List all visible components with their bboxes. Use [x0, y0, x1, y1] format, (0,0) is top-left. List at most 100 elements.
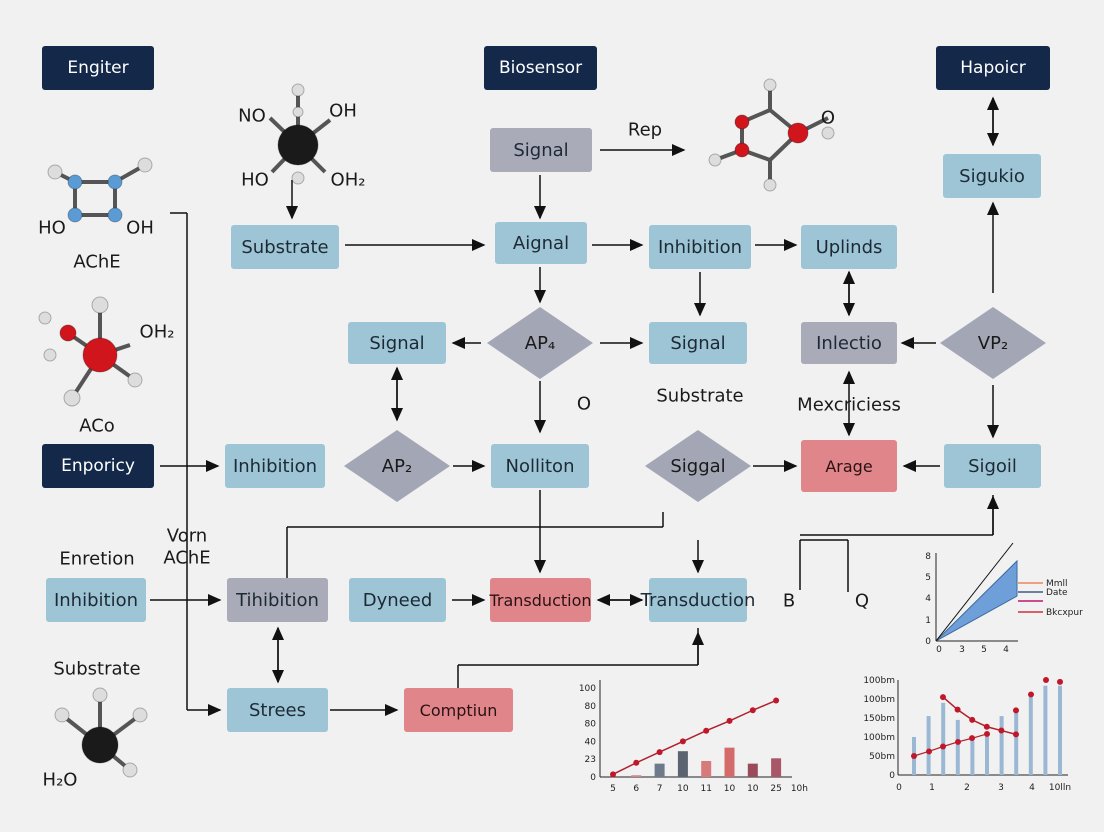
node-label: Enporicy [61, 456, 135, 476]
atom [47, 164, 63, 180]
bar [926, 716, 931, 775]
atom-label: OH₂ [139, 321, 175, 343]
tick-label: Bkcxpur [1046, 608, 1083, 618]
node-label: AP₄ [524, 332, 556, 354]
data-point [1043, 677, 1049, 683]
tick-label: 0 [925, 637, 931, 647]
data-point [998, 727, 1005, 734]
atom-label: OH [126, 217, 154, 239]
tick-label: 40 [585, 737, 597, 747]
data-point [1013, 731, 1019, 738]
annotation-label: Rep [627, 119, 663, 141]
tick-label: 0 [896, 783, 902, 793]
atom-label: HO [241, 169, 269, 191]
decision-node-18: Siggal [645, 430, 751, 502]
atom [122, 762, 138, 778]
bar [724, 747, 735, 777]
tick-label: 80 [585, 702, 597, 712]
data-point [1013, 707, 1019, 714]
node-label: Inlectio [816, 332, 882, 354]
process-node-20: Sigoil [944, 444, 1041, 488]
atom [107, 207, 123, 223]
atom [43, 348, 57, 362]
decision-node-14: VP₂ [940, 307, 1046, 379]
node-label: Engiter [67, 58, 129, 78]
node-label: Dyneed [362, 589, 433, 611]
data-point [726, 717, 733, 724]
data-point [656, 749, 663, 756]
bar [1014, 712, 1019, 775]
tick-label: 5 [925, 573, 931, 583]
node-label: Sigoil [968, 455, 1017, 477]
atom [821, 126, 835, 140]
atom [127, 372, 143, 388]
tick-label: 2 [964, 783, 970, 793]
atom [92, 687, 108, 703]
atom-label: NO [238, 105, 266, 127]
node-label: Sigukio [959, 165, 1025, 187]
tick-label: 0 [590, 773, 596, 783]
data-point [633, 759, 640, 766]
data-point [955, 738, 961, 745]
series-line [935, 542, 1014, 642]
atom [63, 389, 81, 407]
tick-label: 100 [579, 684, 596, 694]
tick-label: 11 [700, 784, 711, 794]
area-band [935, 559, 1018, 642]
tick-label: 25 [770, 784, 781, 794]
tick-label: 100bm [863, 733, 895, 743]
tick-label: 7 [657, 784, 663, 794]
bar [985, 737, 989, 775]
process-node-26: Strees [227, 688, 328, 732]
tick-label: 23 [585, 755, 596, 765]
data-point [940, 694, 946, 701]
annotation-label: Q [854, 590, 870, 612]
annotation-label: AChE [163, 547, 211, 569]
atom-label: H₂O [42, 769, 78, 791]
bar [747, 763, 758, 777]
decision-node-16: AP₂ [344, 430, 450, 502]
data-point [749, 707, 756, 714]
process-node-25: Transduction [641, 578, 755, 622]
process-node-22: Tihibition [227, 578, 328, 622]
tick-label: 100bm [863, 676, 895, 686]
process-node-5: Signal [490, 128, 592, 172]
process-node-23: Dyneed [349, 578, 446, 622]
process-node-0: Engiter [42, 46, 154, 90]
bar [654, 763, 665, 777]
process-node-27: Comptiun [404, 688, 513, 732]
tick-label: 6 [633, 784, 639, 794]
process-node-17: Nolliton [491, 444, 589, 488]
tick-label: Mmll [1046, 579, 1068, 589]
process-node-19: Arage [801, 440, 897, 492]
atom [763, 78, 777, 92]
annotation-label: B [782, 590, 796, 612]
data-point [773, 697, 780, 704]
tick-label: 150bm [863, 714, 895, 724]
atom [81, 726, 119, 764]
process-node-10: Signal [348, 322, 446, 364]
atom [67, 207, 83, 223]
data-point [969, 735, 975, 742]
tick-label: 4 [1003, 645, 1009, 655]
atom [292, 106, 304, 118]
bar [677, 751, 688, 777]
tick-label: 8 [925, 552, 931, 562]
tick-label: 4 [925, 594, 931, 604]
node-label: Signal [513, 139, 569, 161]
data-point [1028, 691, 1034, 698]
node-label: VP₂ [977, 332, 1009, 354]
node-label: Hapoicr [960, 58, 1026, 78]
node-label: Tihibition [236, 589, 319, 611]
annotation-label: Substrate [53, 658, 141, 680]
tick-label: 10 [747, 784, 759, 794]
annotation-label: Enretion [59, 548, 135, 570]
data-point [984, 730, 990, 737]
tick-label: 3 [959, 645, 965, 655]
bar [1058, 685, 1062, 775]
annotation-label: Vorn [166, 525, 208, 547]
atom [277, 124, 319, 166]
node-label: Strees [248, 699, 306, 721]
bar [955, 719, 960, 775]
